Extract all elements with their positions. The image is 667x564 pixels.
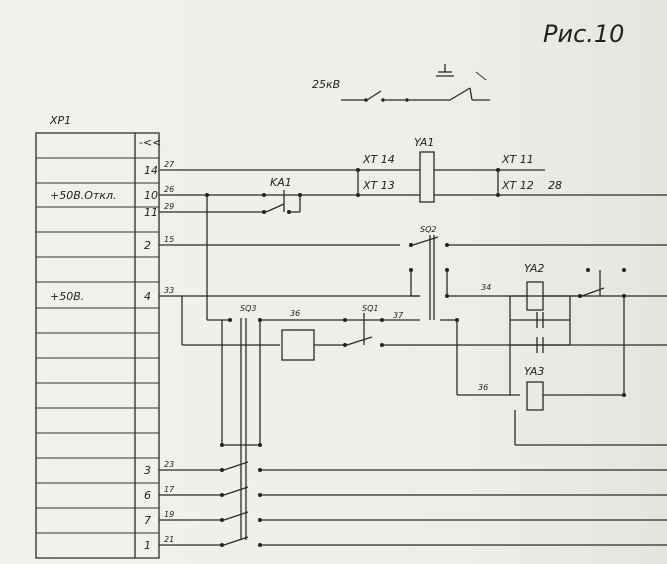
wire-number: 15	[164, 235, 174, 244]
wire-number: 21	[164, 535, 174, 544]
wire-37: 37	[393, 311, 404, 320]
ya1-label: YA1	[414, 136, 434, 149]
connector-row-label: +50В.	[50, 290, 84, 303]
connector-xp1: XP1 -<< 14 27 10 26 +50В.Откл. 11 29 2 15 4 33 +50В…	[35, 114, 175, 559]
hv-switch: 25кВ	[312, 64, 490, 102]
sq3-label: SQ3	[240, 304, 256, 313]
xt11-label: XT 11	[501, 153, 534, 166]
voltage-label: 25кВ	[312, 78, 340, 91]
wire-number: 19	[164, 510, 174, 519]
connector-symbol: -<<	[139, 136, 161, 149]
connector-pin: 4	[144, 290, 151, 303]
ya2-label: YA2	[524, 262, 544, 275]
wire-number: 33	[164, 286, 174, 295]
xt12-label: XT 12	[501, 179, 534, 192]
ka1-label: KA1	[270, 176, 292, 189]
relay-sq1-branch: 36 SQ1 37	[281, 304, 667, 361]
bottom-contact-rows	[159, 461, 667, 547]
xt14-label: XT 14	[362, 153, 395, 166]
figure-title: Рис.10	[543, 20, 624, 48]
sq1-label: SQ1	[362, 304, 378, 313]
wire-34: 34	[481, 283, 491, 292]
connector-pin: 1	[144, 539, 151, 552]
wire-36b: 36	[478, 383, 488, 392]
ya3-label: YA3	[524, 365, 544, 378]
sq2-label: SQ2	[420, 225, 436, 234]
connector-pin: 2	[144, 239, 151, 252]
sq3-switch: SQ3	[220, 304, 420, 540]
ka1-contact: KA1	[205, 176, 302, 320]
connector-row-label: +50В.Откл.	[50, 189, 117, 202]
connector-pin: 3	[144, 464, 151, 477]
wire-number: 29	[164, 202, 174, 211]
wire-number: 26	[164, 185, 174, 194]
connector-pin: 6	[144, 489, 151, 502]
connector-pin: 14	[144, 164, 158, 177]
ya3-branch: YA3	[514, 365, 667, 446]
connector-rows: 14 27 10 26 +50В.Откл. 11 29 2 15 4 33 +50В. 3 23 6 17 7…	[36, 132, 175, 559]
connector-pin: 11	[144, 206, 158, 219]
connector-pin: 10	[144, 189, 158, 202]
connector-name: XP1	[49, 114, 71, 127]
wire-number: 17	[164, 485, 175, 494]
ya1-branch: YA1 XT 14 XT 13 XT 11 XT 12 28	[159, 136, 667, 203]
xt13-label: XT 13	[362, 179, 395, 192]
ya2-branch: YA2	[509, 262, 626, 397]
wire-number: 23	[164, 460, 174, 469]
connector-pin: 7	[144, 514, 151, 527]
wire-36a: 36	[290, 309, 300, 318]
wire-number: 27	[164, 160, 175, 169]
wire-28: 28	[548, 179, 562, 192]
